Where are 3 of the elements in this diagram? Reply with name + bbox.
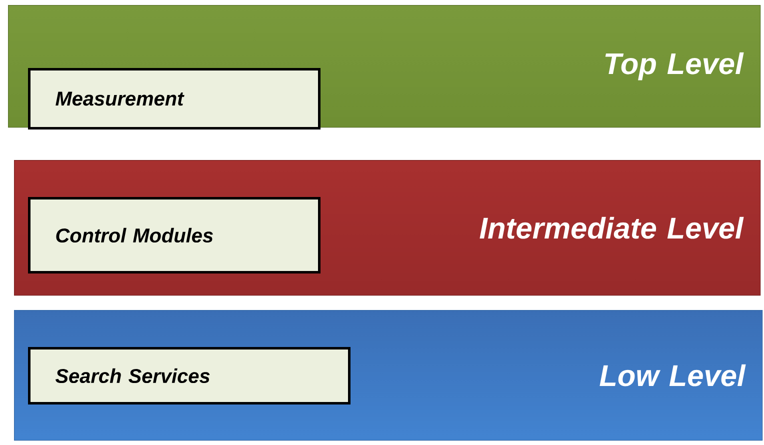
label-box: Search Services [28, 347, 350, 404]
label-box: Measurement [28, 68, 320, 130]
label-box: Control Modules [28, 197, 320, 274]
